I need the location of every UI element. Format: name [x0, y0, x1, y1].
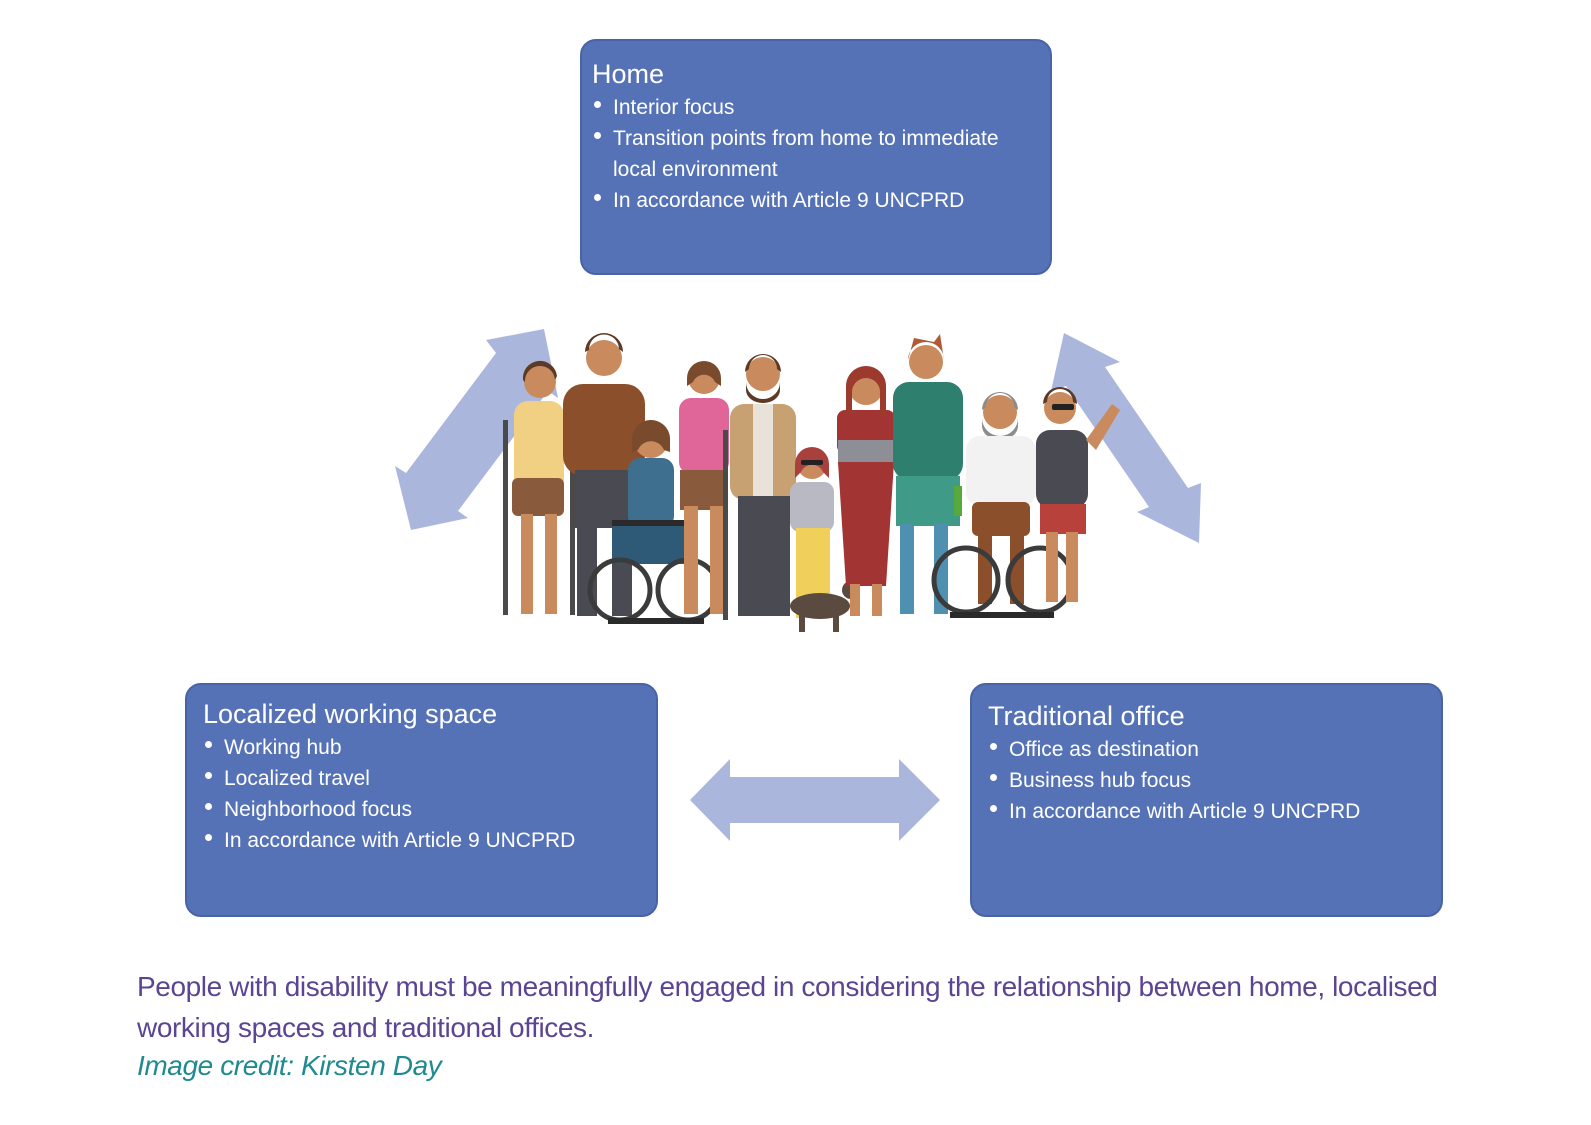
localized-working-space-box: Localized working space Working hub Loca…: [185, 683, 658, 917]
home-box-list: Interior focus Transition points from ho…: [592, 92, 1038, 216]
list-item: Transition points from home to immediate…: [592, 123, 1038, 185]
list-item: Business hub focus: [988, 765, 1429, 796]
list-item: Neighborhood focus: [203, 794, 644, 825]
figure-caption: People with disability must be meaningfu…: [137, 971, 1438, 1043]
office-box-list: Office as destination Business hub focus…: [988, 734, 1429, 827]
list-item: Working hub: [203, 732, 644, 763]
list-item: In accordance with Article 9 UNCPRD: [988, 796, 1429, 827]
office-box-title: Traditional office: [988, 701, 1185, 731]
list-item: In accordance with Article 9 UNCPRD: [203, 825, 644, 856]
home-box-title: Home: [592, 59, 665, 89]
diverse-people-group-icon: [503, 333, 1120, 632]
double-arrow-icon: [1051, 333, 1201, 543]
list-item: Interior focus: [592, 92, 1038, 123]
list-item: Localized travel: [203, 763, 644, 794]
double-arrow-icon: [395, 329, 558, 530]
localized-box-list: Working hub Localized travel Neighborhoo…: [203, 732, 644, 856]
double-arrow-icon: [690, 759, 940, 841]
list-item: Office as destination: [988, 734, 1429, 765]
list-item: In accordance with Article 9 UNCPRD: [592, 185, 1038, 216]
image-credit: Image credit: Kirsten Day: [137, 1050, 442, 1081]
traditional-office-box: Traditional office Office as destination…: [970, 683, 1443, 917]
home-box: Home Interior focus Transition points fr…: [580, 39, 1052, 275]
localized-box-title: Localized working space: [203, 699, 498, 729]
